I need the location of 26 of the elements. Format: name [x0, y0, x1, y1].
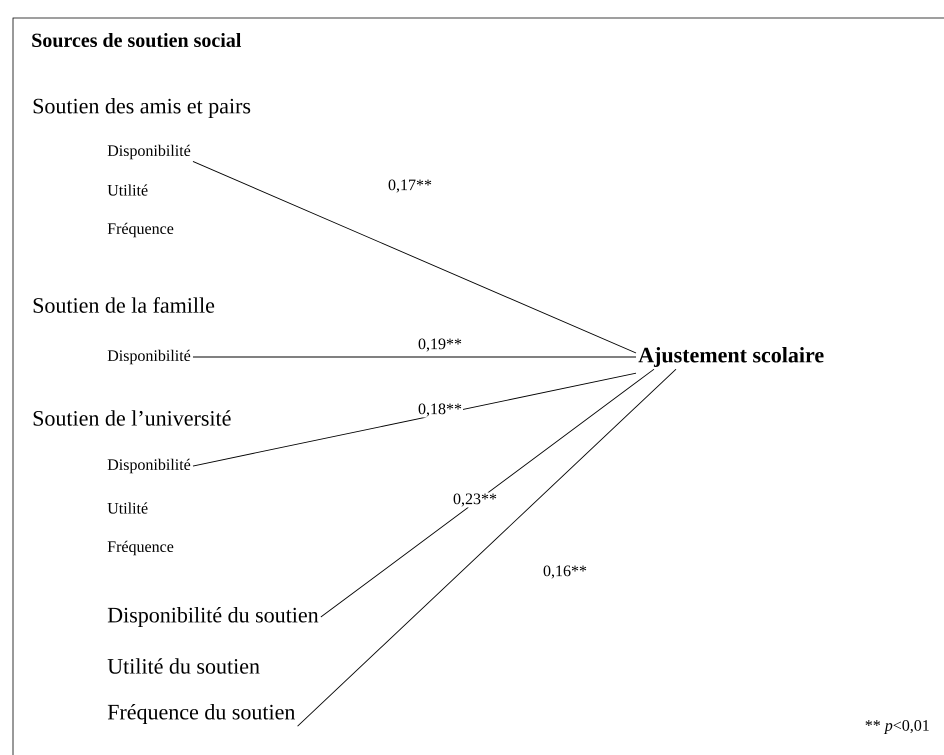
- label: Utilité: [108, 184, 148, 196]
- connector-line: [192, 372, 636, 466]
- item-text: Disponibilité: [108, 144, 190, 160]
- heading: Sources de soutien social: [32, 32, 242, 48]
- edge-label: 0,16**: [542, 564, 588, 580]
- item-text: Fréquence du soutien: [108, 704, 296, 724]
- connector-line: [192, 161, 636, 354]
- edge-label: 0,17**: [387, 178, 433, 194]
- label: Fréquence: [108, 222, 174, 238]
- item-text: Disponibilité du soutien: [108, 607, 318, 627]
- item-text: Disponibilité: [108, 350, 190, 364]
- label: Fréquence: [108, 540, 174, 556]
- label: Soutien de l’université: [34, 410, 231, 426]
- edge-label: 0,23**: [452, 492, 498, 508]
- label: ** p<0,01: [866, 720, 929, 734]
- connector-line: [297, 368, 676, 727]
- connector-line: [192, 356, 636, 358]
- item-text: Ajustement scolaire: [638, 347, 824, 367]
- label: Utilité du soutien: [108, 658, 260, 674]
- label: Soutien de la famille: [34, 297, 214, 313]
- edge-label: 0,18**: [417, 402, 463, 418]
- item-text: Disponibilité: [108, 458, 190, 474]
- label: Soutien des amis et pairs: [34, 98, 250, 118]
- edge-label: 0,19**: [417, 337, 463, 353]
- label: Utilité: [108, 502, 148, 514]
- connector-line: [320, 368, 654, 618]
